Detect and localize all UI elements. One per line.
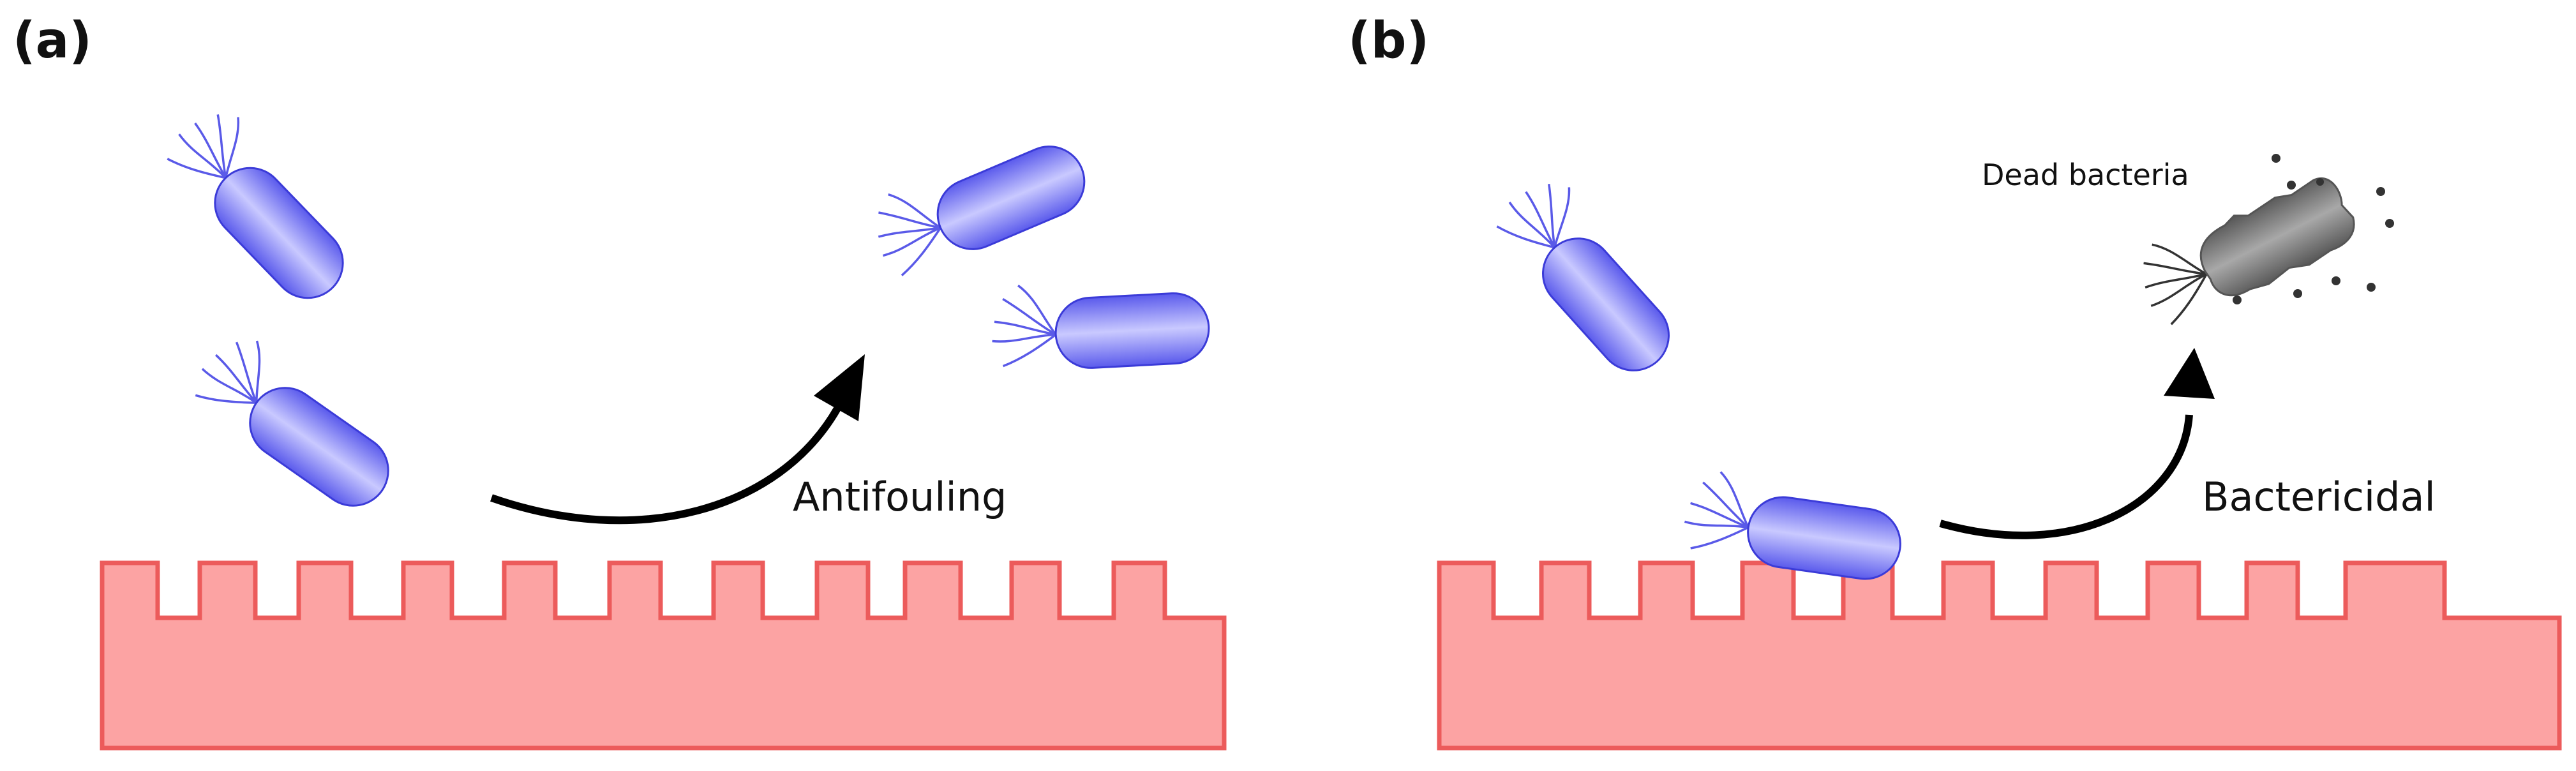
bacterium bbox=[988, 274, 1212, 375]
bacterium bbox=[154, 95, 370, 314]
arrow bbox=[1939, 414, 2193, 539]
arrowhead bbox=[2164, 348, 2215, 399]
process-label: Bactericidal bbox=[2202, 474, 2436, 520]
bacterium bbox=[183, 323, 412, 521]
nanostructured-surface bbox=[100, 560, 1227, 751]
cell-debris bbox=[2233, 154, 2394, 304]
panel-b-label: (b) bbox=[1348, 12, 1429, 70]
panel-a-label: (a) bbox=[13, 12, 92, 70]
dead-bacteria-label: Dead bacteria bbox=[1982, 158, 2189, 192]
panel-b: (b) Bactericidal Dead bacteria bbox=[1348, 12, 2562, 751]
nanostructured-surface bbox=[1437, 560, 2562, 751]
bacterium bbox=[860, 119, 1097, 287]
adhered-bacterium bbox=[1679, 467, 1908, 585]
panel-a: (a) Antifouling bbox=[13, 12, 1227, 751]
bacterium bbox=[1485, 165, 1696, 386]
dead-bacterium bbox=[2143, 177, 2355, 326]
process-label: Antifouling bbox=[793, 474, 1007, 520]
arrow bbox=[490, 407, 841, 525]
arrowhead bbox=[814, 354, 865, 421]
